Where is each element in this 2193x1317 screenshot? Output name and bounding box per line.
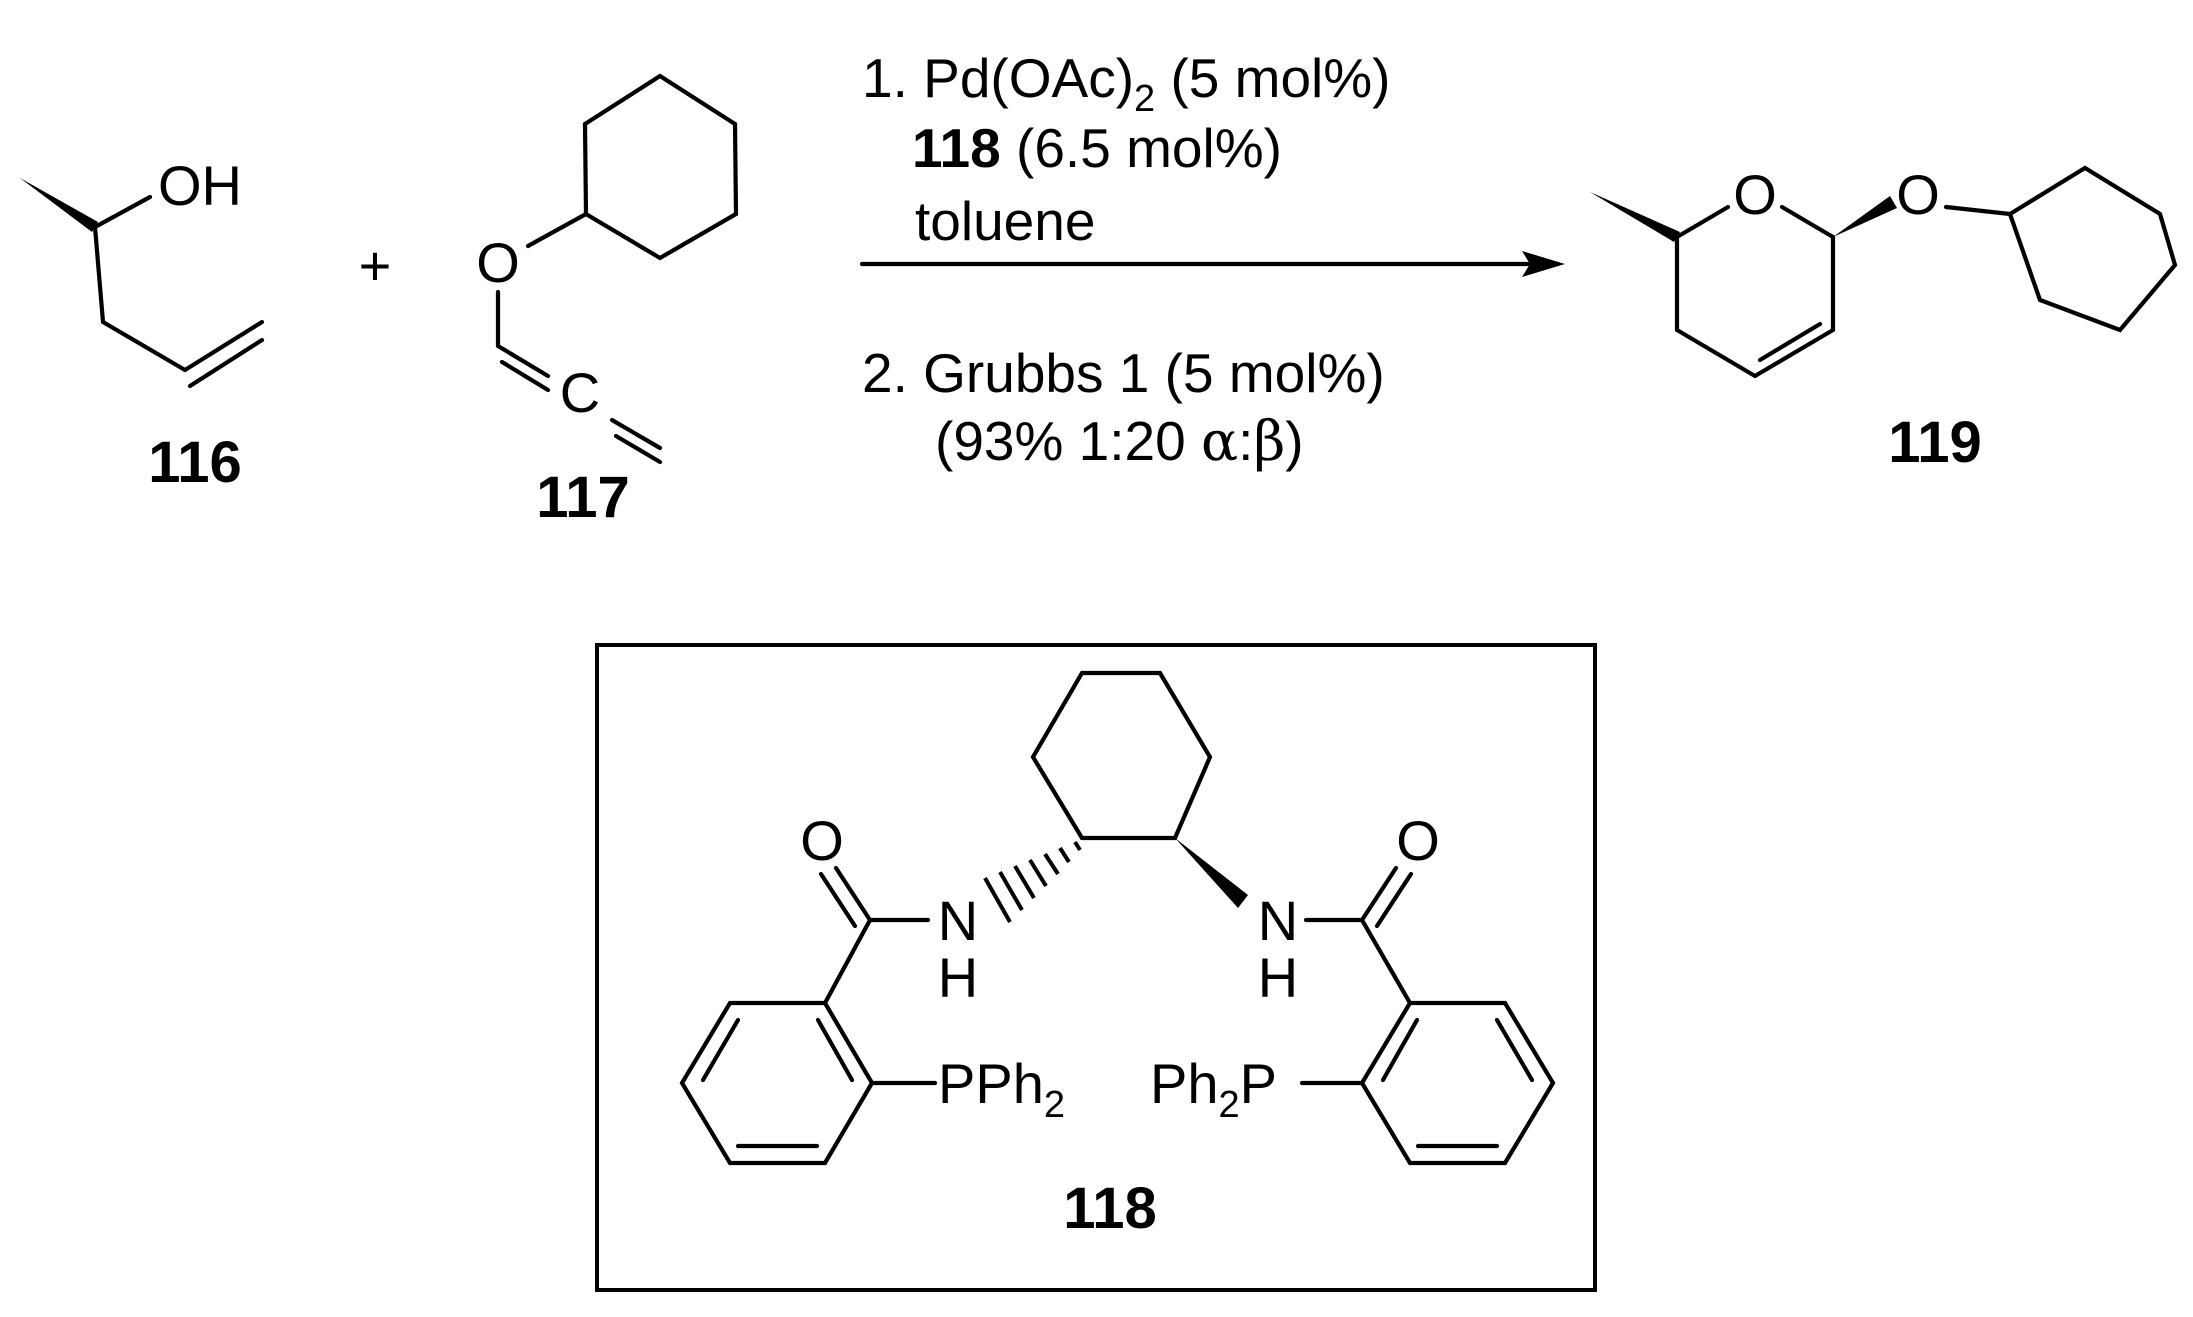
- yield-line: (93% 1:20 α:β): [935, 409, 1304, 473]
- compound-118-label: 118: [1063, 1176, 1157, 1241]
- left-benzene-ring: [679, 1000, 875, 1166]
- ligand-box: [595, 643, 1597, 1292]
- compound-116-label: 116: [148, 430, 242, 495]
- ring-oxygen-label: O: [1733, 163, 1777, 226]
- product-cyclohexyl-ring: [2007, 165, 2178, 333]
- reaction-arrow: [859, 251, 1565, 277]
- left-carbonyl-oxygen-label: O: [800, 809, 844, 872]
- reaction-conditions: 1. Pd(OAc)2 (5 mol%) 118 (6.5 mol%) tolu…: [862, 47, 1390, 473]
- step-2-line: 2. Grubbs 1 (5 mol%): [862, 342, 1385, 404]
- right-nh-hydrogen-label: H: [1258, 946, 1298, 1009]
- compound-119-label: 119: [1888, 410, 1982, 475]
- right-nitrogen-label: N: [1258, 889, 1298, 952]
- ether-oxygen-label: O: [476, 231, 520, 294]
- solvent-line: toluene: [915, 190, 1095, 252]
- ring-wedge-bond: [1175, 838, 1248, 908]
- right-benzene-ring: [1359, 1000, 1556, 1166]
- step-1-line: 1. Pd(OAc)2 (5 mol%): [862, 47, 1390, 120]
- plus-sign: +: [359, 234, 392, 297]
- left-nitrogen-label: N: [938, 889, 978, 952]
- ligand-line: 118 (6.5 mol%): [912, 117, 1282, 179]
- right-phosphine-label: Ph2P: [1150, 1052, 1277, 1126]
- compound-117-label: 117: [536, 465, 630, 530]
- left-nh-hydrogen-label: H: [938, 946, 978, 1009]
- hashed-bond: [983, 840, 1082, 923]
- right-carbonyl-oxygen-label: O: [1396, 809, 1440, 872]
- compound-117-structure: O C: [476, 73, 739, 465]
- cyclohexane-ring: [1030, 670, 1213, 841]
- cyclohexyl-ring: [582, 73, 739, 261]
- ligand-118-structure: N H O PPh2 N H O Ph2P: [679, 670, 1556, 1166]
- compound-119-structure: O O: [1590, 163, 2178, 379]
- allene-carbon-label: C: [560, 361, 600, 424]
- product-ether-oxygen-label: O: [1896, 163, 1940, 226]
- hydroxyl-label: OH: [158, 154, 242, 217]
- compound-116-structure: OH: [20, 154, 265, 389]
- wedge-bond: [20, 178, 98, 232]
- anomeric-wedge-bond: [1833, 196, 1897, 237]
- methyl-wedge-bond: [1590, 192, 1680, 242]
- left-phosphine-label: PPh2: [938, 1052, 1065, 1126]
